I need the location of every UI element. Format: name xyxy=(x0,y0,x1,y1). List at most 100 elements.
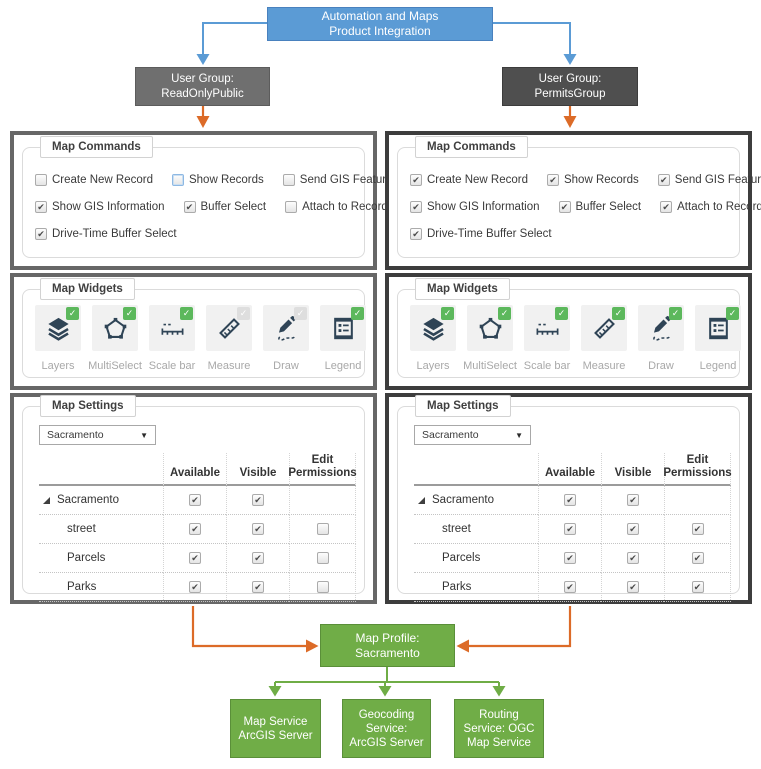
layer-row-sacramento: Sacramento xyxy=(39,486,163,515)
edit-checkbox-street[interactable] xyxy=(691,523,704,535)
map-select-dropdown[interactable]: Sacramento▼ xyxy=(414,425,531,445)
checkbox-attach-to-record[interactable] xyxy=(660,201,673,213)
expand-triangle-icon[interactable] xyxy=(418,496,425,504)
command-attach-to-record[interactable]: Attach to Record xyxy=(285,201,388,213)
widget-tile[interactable]: ✓ xyxy=(467,305,513,351)
available-checkbox-parks[interactable] xyxy=(564,581,576,593)
widget-draw[interactable]: ✓Draw xyxy=(263,305,309,372)
widget-check-badge[interactable]: ✓ xyxy=(294,307,307,320)
widget-check-badge[interactable]: ✓ xyxy=(555,307,568,320)
map-select-dropdown[interactable]: Sacramento▼ xyxy=(39,425,156,445)
command-buffer-select[interactable]: Buffer Select xyxy=(558,201,641,213)
edit-checkbox-parcels[interactable] xyxy=(691,552,704,564)
checkbox-create-new-record[interactable] xyxy=(410,174,422,186)
command-show-records[interactable]: Show Records xyxy=(546,174,639,186)
command-checkbox-row: Create New Record Show Records Send GIS Fe… xyxy=(410,174,761,186)
visible-checkbox-sacramento[interactable] xyxy=(627,494,639,506)
widget-tile[interactable]: ✓ xyxy=(92,305,138,351)
widget-tile[interactable]: ✓ xyxy=(524,305,570,351)
widget-measure[interactable]: ✓Measure xyxy=(206,305,252,372)
widget-scale-bar[interactable]: ✓Scale bar xyxy=(524,305,570,372)
service-node-line: Map Service xyxy=(467,736,531,749)
command-drive-time-buffer-select[interactable]: Drive-Time Buffer Select xyxy=(35,228,177,240)
edit-cell-sacramento xyxy=(289,486,356,515)
checkbox-drive-time-buffer-select[interactable] xyxy=(410,228,422,240)
command-attach-to-record[interactable]: Attach to Record xyxy=(660,201,761,213)
widget-multiselect[interactable]: ✓ MultiSelect xyxy=(463,305,517,372)
visible-checkbox-parcels[interactable] xyxy=(252,552,264,564)
widget-measure[interactable]: ✓Measure xyxy=(581,305,627,372)
widget-tile[interactable]: ✓ xyxy=(263,305,309,351)
widget-check-badge[interactable]: ✓ xyxy=(351,307,364,320)
widget-layers[interactable]: ✓Layers xyxy=(410,305,456,372)
widget-tile[interactable]: ✓ xyxy=(410,305,456,351)
visible-checkbox-street[interactable] xyxy=(627,523,639,535)
edit-checkbox-parks[interactable] xyxy=(691,581,704,593)
command-buffer-select[interactable]: Buffer Select xyxy=(183,201,266,213)
visible-checkbox-parcels[interactable] xyxy=(627,552,639,564)
widget-check-badge[interactable]: ✓ xyxy=(726,307,739,320)
checkbox-show-records[interactable] xyxy=(546,174,559,186)
command-send-gis-feature[interactable]: Send GIS Feature xyxy=(282,174,393,186)
command-show-gis-information[interactable]: Show GIS Information xyxy=(35,201,165,213)
checkbox-attach-to-record[interactable] xyxy=(285,201,298,213)
visible-checkbox-parks[interactable] xyxy=(252,581,264,593)
command-create-new-record[interactable]: Create New Record xyxy=(410,174,528,186)
checkbox-show-records[interactable] xyxy=(171,174,184,186)
command-label: Send GIS Feature xyxy=(674,174,761,186)
widget-check-badge[interactable]: ✓ xyxy=(498,307,511,320)
widget-check-badge[interactable]: ✓ xyxy=(237,307,250,320)
widget-label: MultiSelect xyxy=(463,360,517,372)
widget-legend[interactable]: ✓Legend xyxy=(320,305,366,372)
edit-checkbox-parcels[interactable] xyxy=(316,552,329,564)
checkbox-buffer-select[interactable] xyxy=(558,201,571,213)
widget-check-badge[interactable]: ✓ xyxy=(66,307,79,320)
edit-checkbox-street[interactable] xyxy=(316,523,329,535)
widget-tile[interactable]: ✓ xyxy=(149,305,195,351)
widget-check-badge[interactable]: ✓ xyxy=(669,307,682,320)
widget-tile[interactable]: ✓ xyxy=(695,305,741,351)
edit-checkbox-parks[interactable] xyxy=(316,581,329,593)
checkbox-drive-time-buffer-select[interactable] xyxy=(35,228,47,240)
widget-check-badge[interactable]: ✓ xyxy=(180,307,193,320)
group-left-line2: ReadOnlyPublic xyxy=(161,87,244,100)
widget-check-badge[interactable]: ✓ xyxy=(123,307,136,320)
widget-check-badge[interactable]: ✓ xyxy=(441,307,454,320)
checkbox-create-new-record[interactable] xyxy=(35,174,47,186)
available-checkbox-street[interactable] xyxy=(189,523,201,535)
checkbox-show-gis-information[interactable] xyxy=(410,201,422,213)
widget-check-badge[interactable]: ✓ xyxy=(612,307,625,320)
command-drive-time-buffer-select[interactable]: Drive-Time Buffer Select xyxy=(410,228,552,240)
widget-legend[interactable]: ✓Legend xyxy=(695,305,741,372)
widget-multiselect[interactable]: ✓MultiSelect xyxy=(88,305,142,372)
visible-checkbox-parks[interactable] xyxy=(627,581,639,593)
available-checkbox-parks[interactable] xyxy=(189,581,201,593)
visible-checkbox-street[interactable] xyxy=(252,523,264,535)
widget-tile[interactable]: ✓ xyxy=(35,305,81,351)
available-checkbox-sacramento[interactable] xyxy=(189,494,201,506)
widget-tile[interactable]: ✓ xyxy=(581,305,627,351)
available-checkbox-sacramento[interactable] xyxy=(564,494,576,506)
checkbox-send-gis-feature[interactable] xyxy=(657,174,670,186)
widget-draw[interactable]: ✓Draw xyxy=(638,305,684,372)
command-label: Send GIS Feature xyxy=(299,174,393,186)
command-show-gis-information[interactable]: Show GIS Information xyxy=(410,201,540,213)
widget-scale-bar[interactable]: ✓Scale bar xyxy=(149,305,195,372)
checkbox-buffer-select[interactable] xyxy=(183,201,196,213)
legend-icon xyxy=(330,315,357,342)
widget-tile[interactable]: ✓ xyxy=(638,305,684,351)
widget-layers[interactable]: ✓Layers xyxy=(35,305,81,372)
command-show-records[interactable]: Show Records xyxy=(171,174,264,186)
checkbox-send-gis-feature[interactable] xyxy=(282,174,295,186)
widget-tile[interactable]: ✓ xyxy=(320,305,366,351)
expand-triangle-icon[interactable] xyxy=(43,496,50,504)
widget-tile[interactable]: ✓ xyxy=(206,305,252,351)
command-send-gis-feature[interactable]: Send GIS Feature xyxy=(657,174,761,186)
checkbox-show-gis-information[interactable] xyxy=(35,201,47,213)
available-checkbox-street[interactable] xyxy=(564,523,576,535)
visible-checkbox-sacramento[interactable] xyxy=(252,494,264,506)
available-checkbox-parcels[interactable] xyxy=(564,552,576,564)
available-checkbox-parcels[interactable] xyxy=(189,552,201,564)
command-create-new-record[interactable]: Create New Record xyxy=(35,174,153,186)
